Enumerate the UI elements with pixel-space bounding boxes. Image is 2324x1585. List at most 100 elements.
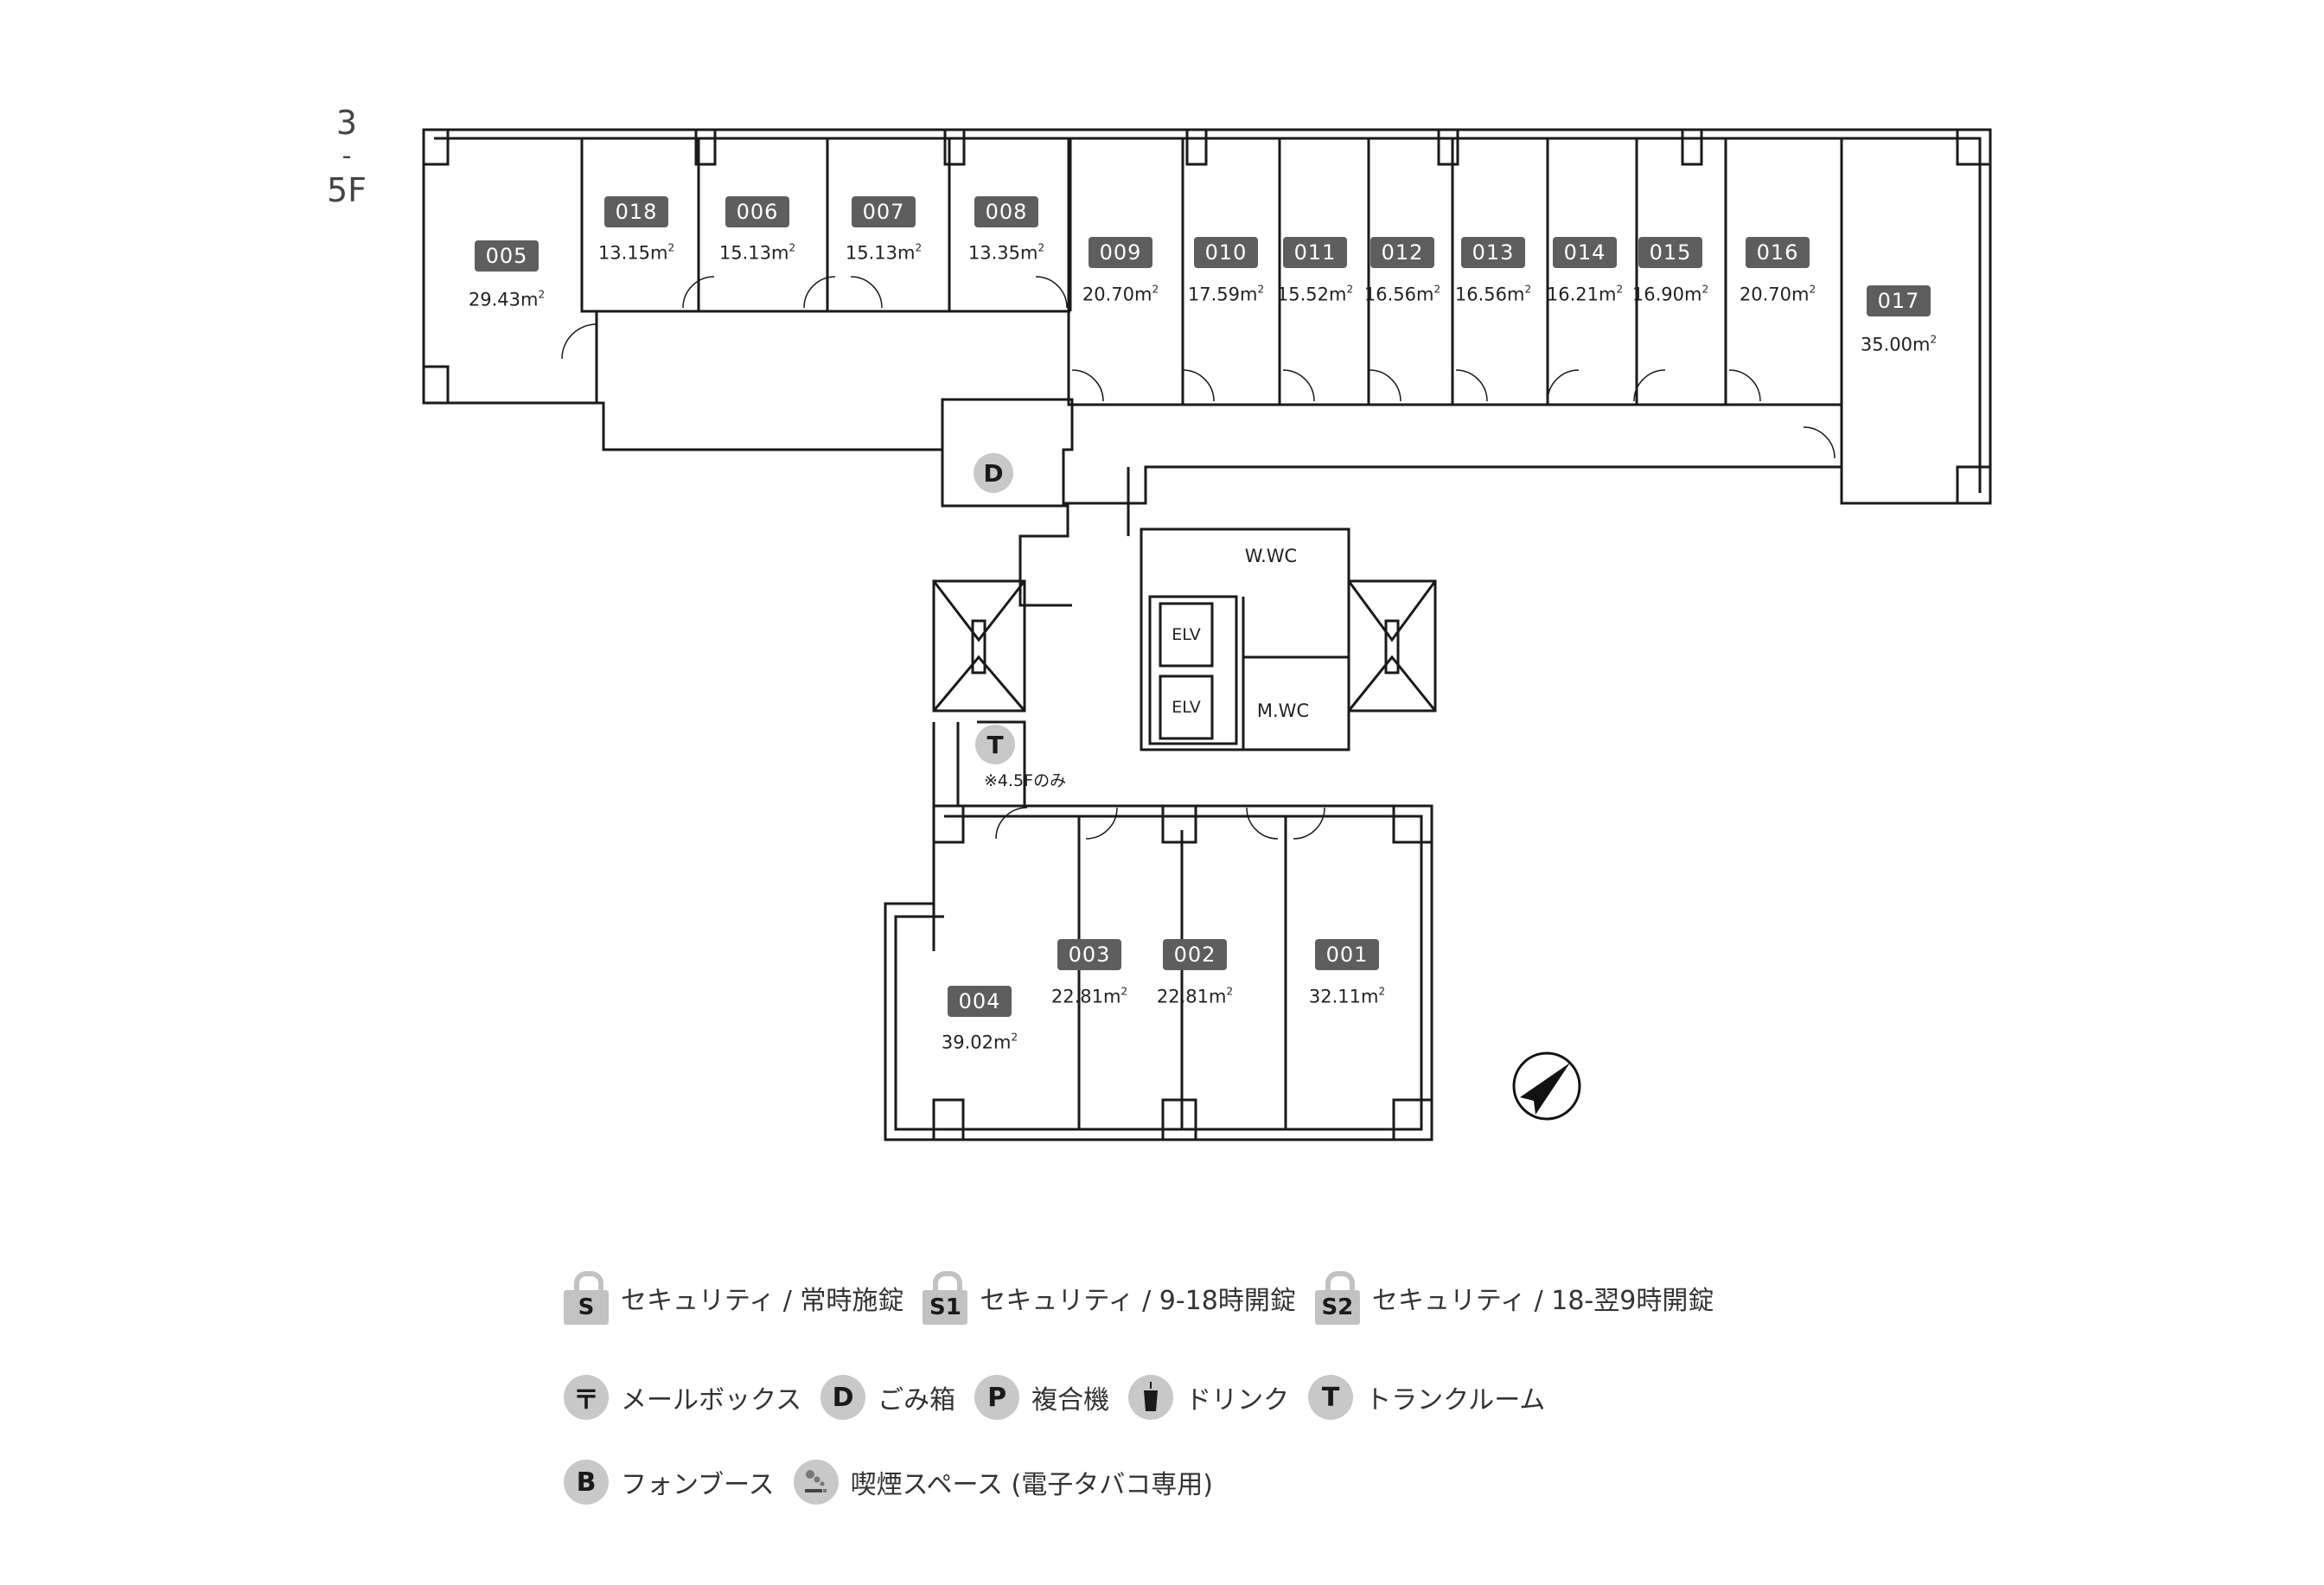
legend-label: セキュリティ / 常時施錠 xyxy=(621,1286,904,1316)
lock-icon: S2 xyxy=(1314,1271,1360,1325)
room-area-value: 22.81m xyxy=(1050,986,1121,1007)
room-area-value: 39.02m xyxy=(941,1032,1012,1053)
room-area-value: 35.00m xyxy=(1860,334,1931,355)
room-area-value: 15.13m xyxy=(845,242,916,264)
area-unit-superscript: 2 xyxy=(1257,283,1265,296)
legend-label: 複合機 xyxy=(1031,1385,1110,1416)
smoking-icon xyxy=(793,1460,839,1505)
legend-label: セキュリティ / 18-翌9時開錠 xyxy=(1371,1286,1714,1316)
area-unit-superscript: 2 xyxy=(788,241,796,254)
mailbox-icon: 〒 xyxy=(564,1375,609,1420)
area-unit-superscript: 2 xyxy=(1226,985,1234,998)
legend-label: ごみ箱 xyxy=(878,1385,956,1416)
area-unit-superscript: 2 xyxy=(1616,283,1624,296)
trunk-room-icon: T xyxy=(1308,1375,1354,1420)
room-number-badge: 017 xyxy=(1867,285,1931,316)
room-area: 32.11m2 xyxy=(1309,986,1385,1007)
room-area: 16.21m2 xyxy=(1547,284,1623,305)
elevator-1-label: ELV xyxy=(1172,625,1201,644)
room-area-value: 20.70m xyxy=(1082,284,1152,305)
room-number-badge: 011 xyxy=(1283,237,1347,268)
legend-label: ドリンク xyxy=(1185,1385,1290,1416)
area-unit-superscript: 2 xyxy=(1120,985,1128,998)
printer-icon: P xyxy=(974,1375,1020,1420)
legend-item: 〒メールボックス xyxy=(564,1375,801,1420)
room-number-badge: 003 xyxy=(1057,939,1121,970)
area-unit-superscript: 2 xyxy=(1702,283,1709,296)
room-number-badge: 012 xyxy=(1370,237,1434,268)
area-unit-superscript: 2 xyxy=(1378,985,1386,998)
trash-icon: D xyxy=(974,453,1013,493)
trunk-room-note: ※4.5Fのみ xyxy=(984,771,1067,790)
lock-icon: S1 xyxy=(923,1271,968,1325)
room-area-value: 29.43m xyxy=(468,289,539,310)
room-area: 17.59m2 xyxy=(1188,284,1264,305)
area-unit-superscript: 2 xyxy=(1346,283,1354,296)
north-arrow-icon xyxy=(1512,1051,1581,1121)
room-number-badge: 015 xyxy=(1638,237,1702,268)
area-unit-superscript: 2 xyxy=(538,288,546,301)
room-area-value: 16.56m xyxy=(1454,284,1525,305)
room-area: 16.90m2 xyxy=(1632,284,1708,305)
room-area-value: 16.90m xyxy=(1631,284,1702,305)
room-number-badge: 004 xyxy=(948,986,1012,1017)
legend-row-security: S セキュリティ / 常時施錠 S1 セキュリティ / 9-18時開錠 S2 セキュリティ… xyxy=(564,1271,1733,1325)
room-area: 15.52m2 xyxy=(1277,284,1353,305)
area-unit-superscript: 2 xyxy=(667,241,675,254)
room-number-badge: 001 xyxy=(1315,939,1379,970)
legend-item: P 複合機 xyxy=(974,1375,1109,1420)
room-area-value: 15.52m xyxy=(1276,284,1347,305)
area-unit-superscript: 2 xyxy=(1433,283,1441,296)
room-area: 35.00m2 xyxy=(1861,334,1937,355)
room-area-value: 32.11m xyxy=(1308,986,1379,1007)
floor-label-dash: - xyxy=(342,141,352,171)
room-area-value: 13.35m xyxy=(967,242,1038,264)
area-unit-superscript: 2 xyxy=(1011,1031,1018,1044)
room-area: 39.02m2 xyxy=(942,1032,1018,1053)
room-number-badge: 016 xyxy=(1746,237,1810,268)
room-area-value: 20.70m xyxy=(1739,284,1810,305)
room-area: 16.56m2 xyxy=(1455,284,1531,305)
legend-label: フォンブース xyxy=(621,1470,775,1500)
room-area: 13.15m2 xyxy=(598,242,674,264)
room-area: 22.81m2 xyxy=(1051,986,1127,1007)
room-number-badge: 018 xyxy=(604,196,668,227)
drink-icon xyxy=(1128,1375,1174,1420)
room-area: 13.35m2 xyxy=(968,242,1044,264)
mens-wc-label: M.WC xyxy=(1256,700,1310,721)
lock-icon: S xyxy=(564,1271,609,1325)
room-number-badge: 014 xyxy=(1553,237,1617,268)
room-area: 20.70m2 xyxy=(1740,284,1816,305)
room-number-badge: 005 xyxy=(475,240,539,272)
area-unit-superscript: 2 xyxy=(915,241,923,254)
womens-wc-label: W.WC xyxy=(1244,546,1298,566)
legend-label: 喫煙スペース (電子タバコ専用) xyxy=(850,1470,1213,1500)
legend-label: トランクルーム xyxy=(1365,1385,1546,1416)
room-area: 29.43m2 xyxy=(469,289,545,310)
room-area: 15.13m2 xyxy=(846,242,922,264)
room-number-badge: 006 xyxy=(725,196,789,227)
area-unit-superscript: 2 xyxy=(1930,333,1938,346)
floor-label-top: 3 xyxy=(335,104,358,142)
room-number-badge: 007 xyxy=(852,196,916,227)
legend-label: メールボックス xyxy=(621,1385,802,1416)
room-area-value: 13.15m xyxy=(597,242,668,264)
area-unit-superscript: 2 xyxy=(1524,283,1532,296)
legend-label: セキュリティ / 9-18時開錠 xyxy=(980,1286,1296,1316)
legend-item: S2 セキュリティ / 18-翌9時開錠 xyxy=(1314,1271,1714,1325)
area-unit-superscript: 2 xyxy=(1038,241,1045,254)
area-unit-superscript: 2 xyxy=(1809,283,1816,296)
legend-item: 喫煙スペース (電子タバコ専用) xyxy=(793,1460,1213,1505)
elevator-2-label: ELV xyxy=(1172,698,1201,717)
room-area-value: 16.56m xyxy=(1363,284,1434,305)
floor-label: 3 - 5F xyxy=(325,102,368,211)
room-number-badge: 013 xyxy=(1461,237,1525,268)
room-area: 22.81m2 xyxy=(1157,986,1233,1007)
room-area: 20.70m2 xyxy=(1082,284,1159,305)
room-number-badge: 009 xyxy=(1089,237,1152,268)
legend-item: T トランクルーム xyxy=(1308,1375,1545,1420)
